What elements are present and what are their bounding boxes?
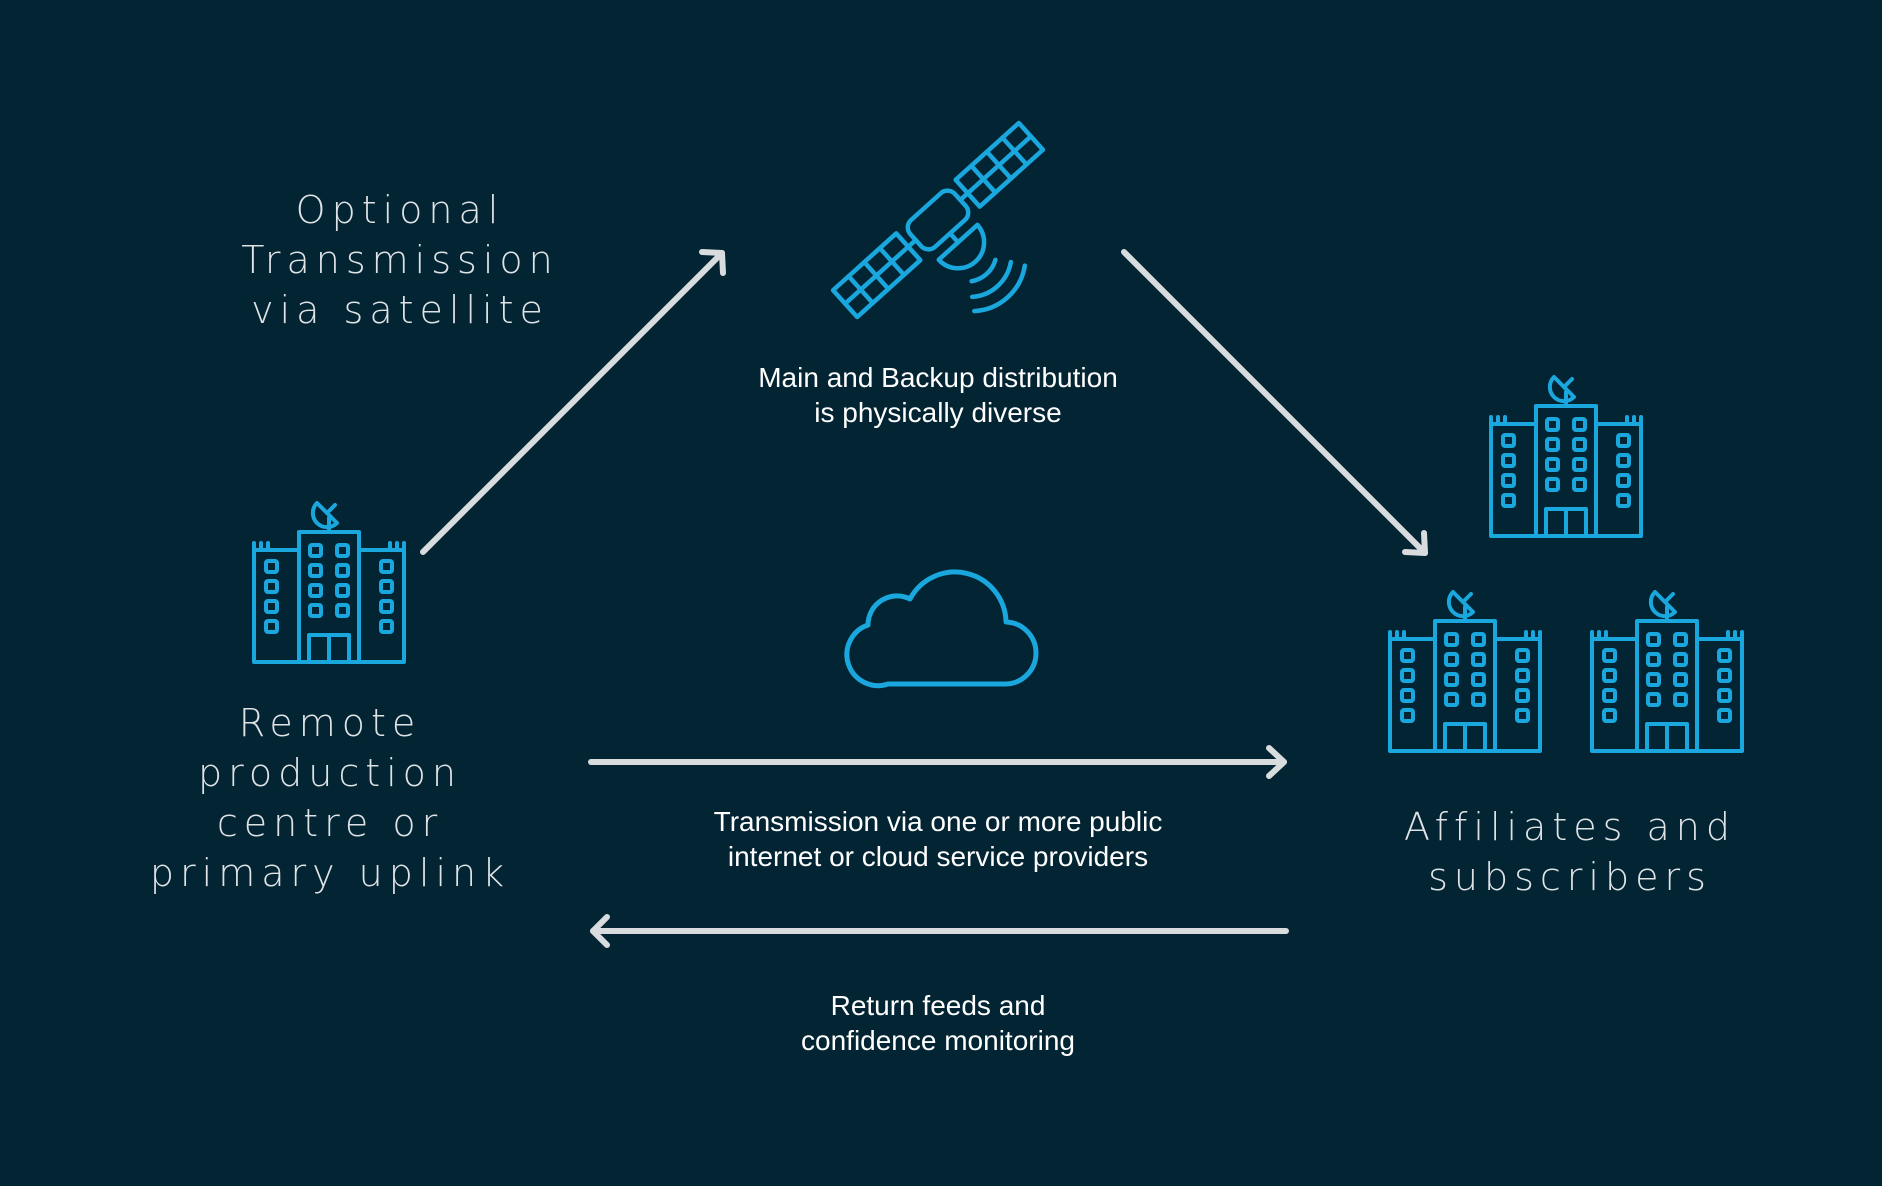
destination-building-icon — [1489, 375, 1643, 538]
origin-building-icon — [252, 501, 406, 664]
return-path-arrow — [590, 914, 1289, 948]
destination-building-icon — [1388, 590, 1542, 753]
satellite-icon — [830, 120, 1046, 320]
forward-path-arrow — [588, 745, 1287, 779]
satellite-downlink-arrow — [1121, 249, 1428, 556]
satellite-note: Main and Backup distribution is physical… — [758, 362, 1118, 428]
satellite-uplink-arrow — [420, 249, 726, 555]
cloud-icon — [844, 569, 1039, 689]
satellite-option-label: Optional Transmission via satellite — [241, 188, 559, 332]
destination-label: Affiliates and subscribers — [1403, 805, 1736, 899]
origin-label: Remote production centre or primary upli… — [149, 701, 511, 895]
forward-path-label: Transmission via one or more public inte… — [713, 806, 1163, 872]
return-path-label: Return feeds and confidence monitoring — [801, 990, 1075, 1056]
destination-building-icon — [1590, 590, 1744, 753]
